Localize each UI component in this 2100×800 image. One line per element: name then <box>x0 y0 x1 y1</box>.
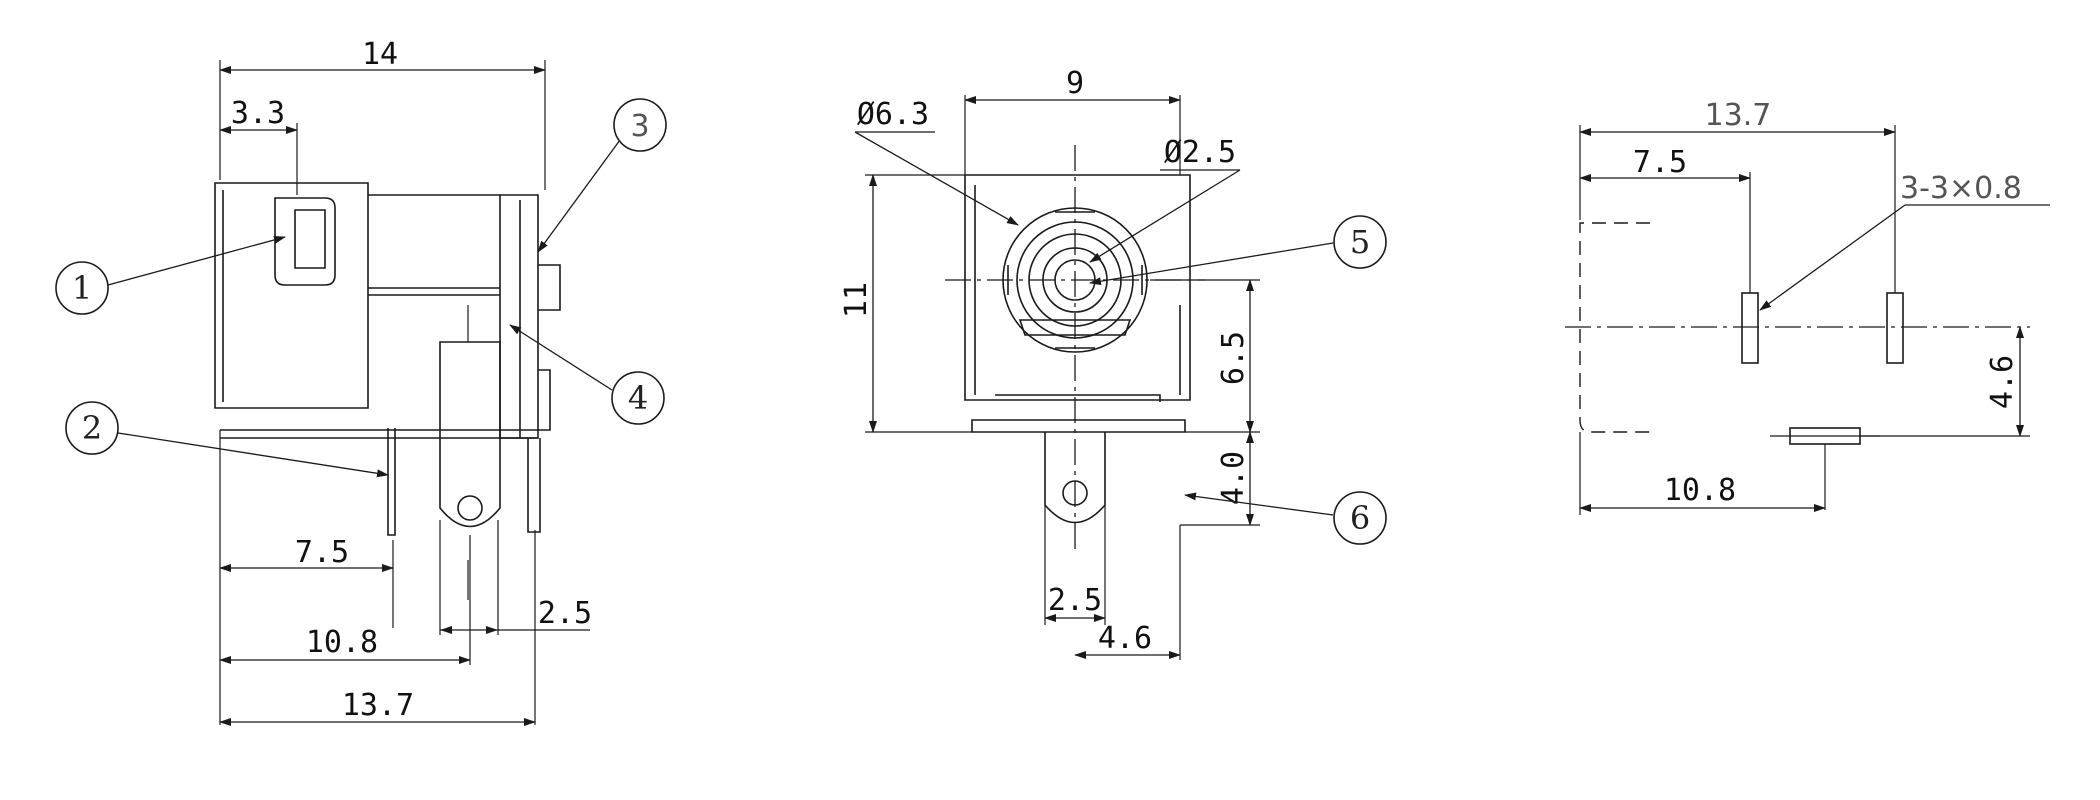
svg-text:6: 6 <box>1350 499 1370 537</box>
dim-bottom-pad-offset: 10.8 <box>1664 473 1736 508</box>
dim-pad-offset: 7.5 <box>1633 145 1687 180</box>
dim-body-width: 9 <box>1066 66 1084 101</box>
pcb-layout: 13.7 7.5 3-3×0.8 10.8 4.6 <box>1565 98 2050 515</box>
dim-pad-spec: 3-3×0.8 <box>1900 171 2022 206</box>
front-view-body <box>945 145 1205 555</box>
dim-inner-diameter: Ø2.5 <box>1164 135 1236 170</box>
dim-outer-diameter: Ø6.3 <box>857 97 929 132</box>
side-view-body <box>214 182 561 600</box>
dim-overall-length: 13.7 <box>1705 98 1772 133</box>
dim-tab-offset: 4.6 <box>1098 621 1152 656</box>
svg-text:4: 4 <box>628 379 648 417</box>
dim-footprint-width: 13.7 <box>342 688 414 723</box>
dim-body-height: 11 <box>839 282 874 318</box>
dim-pin-width: 2.5 <box>538 596 592 631</box>
callout-5: 5 <box>1333 215 1387 269</box>
svg-text:5: 5 <box>1350 223 1370 261</box>
side-view: 14 3.3 7.5 10.8 13.7 2.5 <box>55 37 667 726</box>
pad-1 <box>1741 292 1759 364</box>
svg-text:1: 1 <box>72 269 92 307</box>
dim-slot-offset: 3.3 <box>231 96 285 131</box>
svg-text:2: 2 <box>82 409 102 447</box>
dim-tab-height: 4.0 <box>1216 451 1251 505</box>
front-view: 9 11 6.5 4.0 Ø6.3 Ø2.5 <box>839 66 1387 660</box>
front-view-callouts: 5 6 <box>1089 215 1387 545</box>
dim-pin-pitch-1: 7.5 <box>295 535 349 570</box>
pcb-layout-outline <box>1565 222 2030 510</box>
pad-2 <box>1886 292 1904 364</box>
svg-text:3: 3 <box>630 109 649 144</box>
dim-tab-width: 2.5 <box>1048 583 1102 618</box>
dim-pin-pitch-2: 10.8 <box>306 625 378 660</box>
side-view-dimensions: 14 3.3 7.5 10.8 13.7 2.5 <box>219 37 592 726</box>
side-view-callouts: 1 2 3 4 <box>55 98 667 478</box>
callout-3: 3 <box>613 98 667 152</box>
callout-2: 2 <box>65 401 119 455</box>
dim-overall-width: 14 <box>362 37 398 72</box>
front-view-dimensions: 9 11 6.5 4.0 Ø6.3 Ø2.5 <box>839 66 1260 660</box>
dim-center-height: 6.5 <box>1216 331 1251 385</box>
pcb-layout-dimensions: 13.7 7.5 3-3×0.8 10.8 4.6 <box>1579 98 2050 515</box>
callout-1: 1 <box>55 261 109 315</box>
dim-pad-row-spacing: 4.6 <box>1985 355 2020 409</box>
callout-4: 4 <box>611 371 665 425</box>
callout-6: 6 <box>1333 491 1387 545</box>
